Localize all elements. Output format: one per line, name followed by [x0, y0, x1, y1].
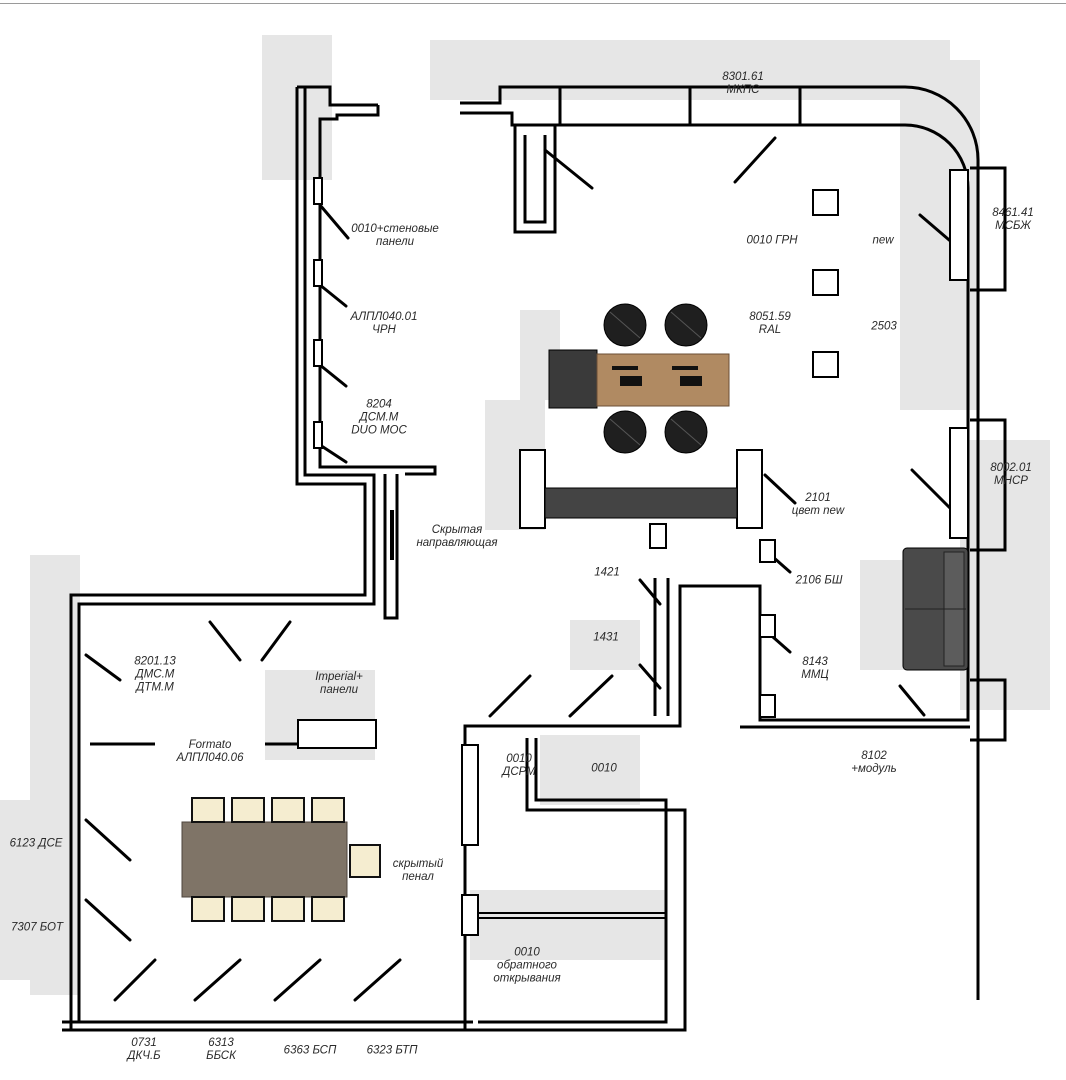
label-8143-mmc: 8143 ММЦ	[801, 656, 829, 681]
label-6313-bbsk: 6313 ББСК	[206, 1037, 236, 1062]
top-border-line	[0, 3, 1066, 4]
door-swing-icon	[733, 136, 777, 184]
label-8204: 8204 ДСМ.М DUO MOC	[351, 398, 407, 437]
door-swing-icon	[638, 663, 662, 690]
label-2106-bsh: 2106 БШ	[795, 574, 843, 587]
label-7307-bot: 7307 БОТ	[11, 921, 63, 934]
door-swing-icon	[84, 653, 122, 682]
door-swing-icon	[910, 468, 952, 510]
label-0010-grn: 0010 ГРН	[746, 234, 798, 247]
label-8301-mkps: 8301.61 МКПС	[722, 71, 764, 96]
workstation	[548, 303, 730, 454]
door-swing-icon	[318, 363, 348, 388]
cabinet	[548, 349, 598, 409]
door-swing-icon	[318, 283, 348, 308]
door-swing-icon	[193, 958, 242, 1002]
label-0731-dkch: 0731 ДКЧ.Б	[127, 1037, 161, 1062]
label-6123-dse: 6123 ДСЕ	[9, 837, 63, 850]
label-8002-mnsr: 8002.01 МНСР	[990, 462, 1032, 487]
conference-table-icon	[181, 797, 381, 922]
door-swing-icon	[208, 620, 242, 662]
label-0010-wall-panels: 0010+стеновые панели	[351, 223, 439, 248]
door-swing-icon	[638, 578, 662, 606]
sofa-icon	[902, 547, 969, 671]
label-0010: 0010	[591, 762, 617, 775]
door-swing-icon	[488, 674, 532, 718]
label-hidden-guide: Скрытая направляющая	[416, 524, 498, 549]
label-1421: 1421	[594, 566, 620, 579]
label-allp-chrn: АЛПЛ040.01 ЧРН	[350, 311, 418, 336]
label-6363-bsp: 6363 БСП	[283, 1044, 337, 1057]
desk-icon	[596, 353, 730, 407]
label-0010-dsrm: 0010 ДСРМ	[502, 753, 536, 778]
door-swing-icon	[273, 958, 322, 1002]
label-8461-msbzh: 8461.41 МСБЖ	[992, 207, 1034, 232]
door-swing-icon	[84, 818, 132, 862]
door-swing-icon	[84, 898, 132, 942]
label-2101: 2101 цвет new	[791, 492, 845, 517]
door-swing-icon	[568, 674, 614, 718]
label-new: new	[872, 234, 894, 247]
door-swing-icon	[260, 620, 292, 662]
walls	[62, 85, 1007, 1032]
label-1431: 1431	[593, 631, 619, 644]
imperial-panel-block	[297, 719, 377, 749]
door-swing-icon	[353, 958, 402, 1002]
door-swing-icon	[318, 203, 350, 240]
label-6323-btp: 6323 БТП	[366, 1044, 418, 1057]
label-0010-reverse: 0010 обратного открывания	[493, 946, 561, 985]
door-swing-icon	[543, 148, 594, 190]
label-2503: 2503	[871, 320, 897, 333]
door-swing-icon	[113, 958, 157, 1002]
door-swing-icon	[763, 473, 797, 505]
label-formato: Formato АЛПЛ040.06	[176, 739, 244, 764]
label-8201: 8201.13 ДМС.М ДТМ.М	[134, 655, 176, 694]
door-swing-icon	[318, 443, 348, 464]
label-hidden-case: скрытый пенал	[392, 858, 444, 883]
label-imperial: Imperial+ панели	[315, 671, 363, 696]
label-8102-module: 8102 +модуль	[851, 750, 897, 775]
reception-counter	[519, 449, 763, 529]
door-swing-icon	[898, 684, 926, 717]
label-8051-ral: 8051.59 RAL	[749, 311, 791, 336]
